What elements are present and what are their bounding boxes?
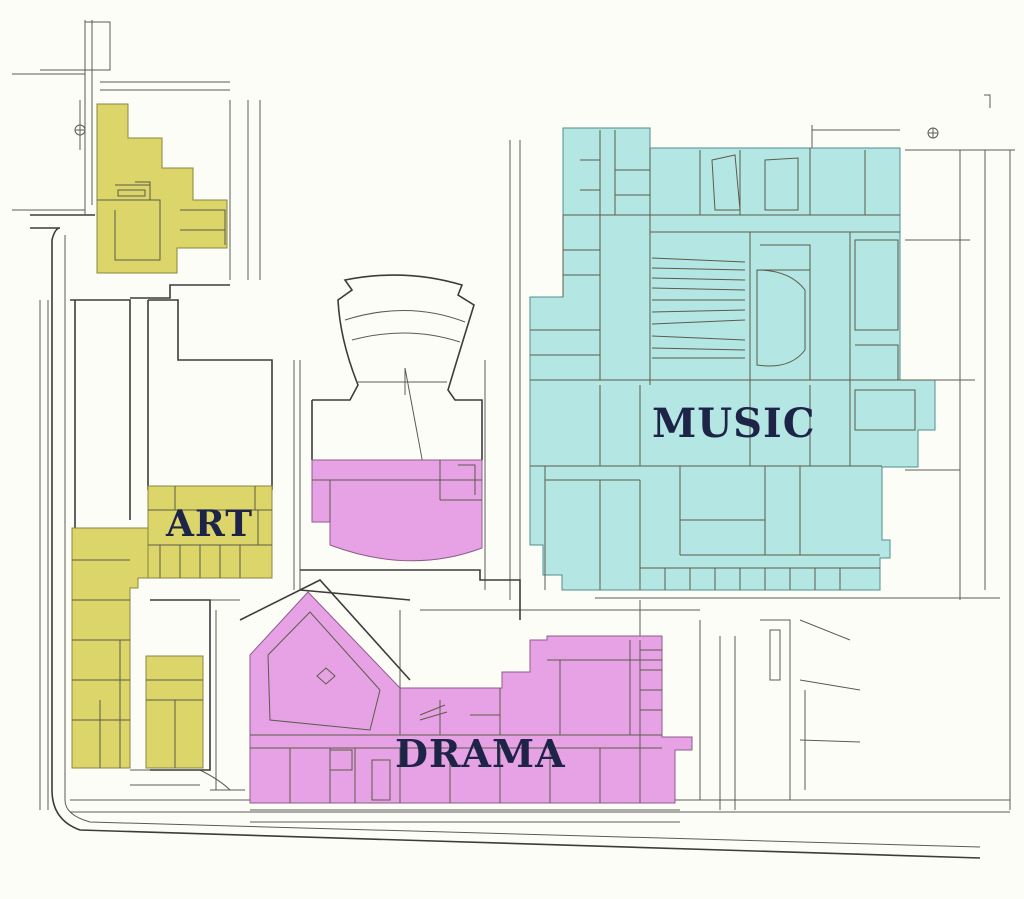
- music-zone-label: MUSIC: [652, 400, 816, 447]
- drama-main-wing: [249, 591, 693, 804]
- art-classroom-wing: [71, 527, 149, 769]
- drama-zone: [249, 459, 693, 804]
- drama-zone-label: DRAMA: [395, 731, 566, 776]
- music-zone: [529, 127, 936, 591]
- site-marker-icon: [74, 100, 86, 150]
- art-annex-north: [96, 103, 228, 274]
- drama-black-box-theatre: [311, 459, 483, 562]
- music-main-building: [529, 127, 936, 591]
- art-zone-label: ART: [166, 503, 254, 545]
- art-zone: [71, 103, 273, 769]
- north-arrow-icon: [927, 127, 939, 139]
